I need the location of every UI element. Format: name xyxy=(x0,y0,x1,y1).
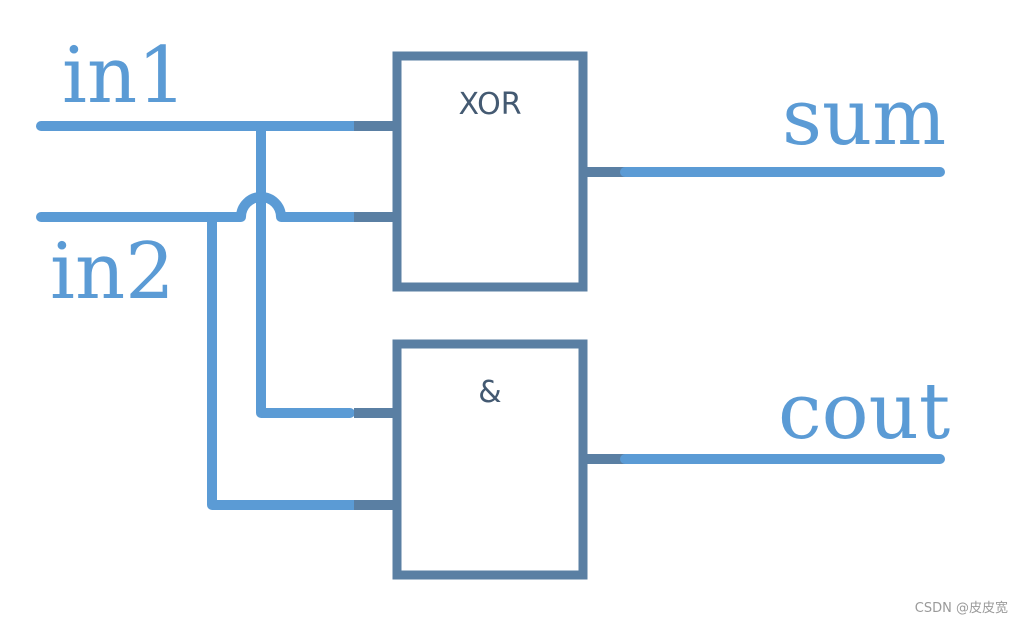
label-in1: in1 xyxy=(62,31,187,121)
wire-in2-to-and xyxy=(207,212,359,510)
wire-in1-to-and xyxy=(256,121,355,418)
label-sum: sum xyxy=(782,73,946,163)
wire-in2 xyxy=(36,192,359,222)
and-gate-label: & xyxy=(478,375,501,410)
label-in2: in2 xyxy=(50,227,175,317)
watermark: CSDN @皮皮宽 xyxy=(914,601,1008,616)
label-cout: cout xyxy=(778,367,950,457)
xor-gate-label: XOR xyxy=(458,87,521,122)
